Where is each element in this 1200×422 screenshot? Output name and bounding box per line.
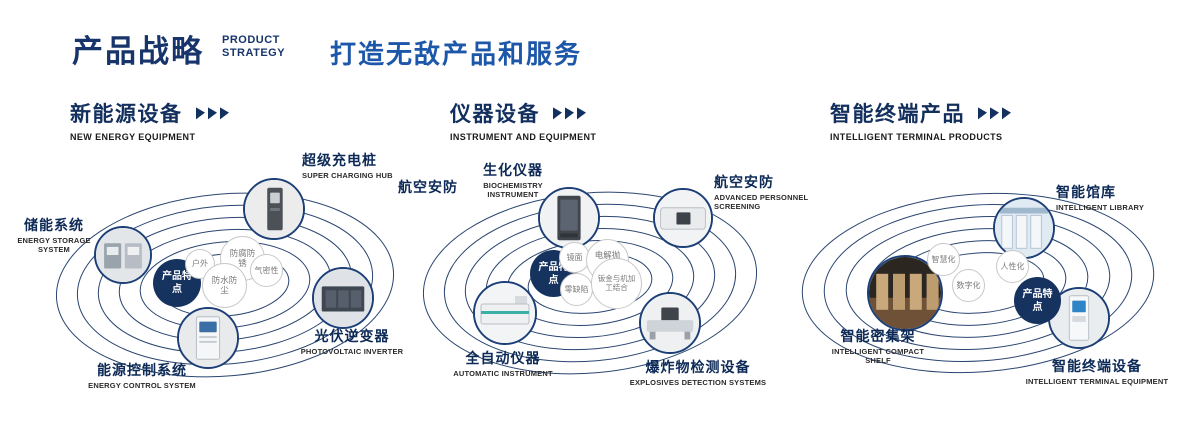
page-title: 产品战略 <box>72 34 204 69</box>
section-subtitle-instrument: INSTRUMENT AND EQUIPMENT <box>450 132 597 142</box>
label-energy-control: 能源控制系统 ENERGY CONTROL SYSTEM <box>88 362 196 390</box>
section-title-terminal: 智能终端产品 <box>830 103 965 126</box>
super-charging-image <box>245 180 303 238</box>
label-automatic-instrument: 全自动仪器 AUTOMATIC INSTRUMENT <box>453 350 553 378</box>
label-biochemistry: 生化仪器 BIOCHEMISTRY INSTRUMENT <box>483 162 543 199</box>
feature-bubble-zerodefect: 零缺陷 <box>560 273 593 306</box>
node-automatic-instrument <box>473 281 537 345</box>
node-pv-inverter <box>312 267 374 329</box>
label-energy-storage: 储能系统 ENERGY STORAGE SYSTEM <box>17 217 91 254</box>
energy-control-image <box>179 309 237 367</box>
page-title-en-line1: PRODUCT <box>222 34 280 46</box>
label-aviation-security-side: 航空安防 <box>398 179 458 195</box>
section-subtitle-terminal: INTELLIGENT TERMINAL PRODUCTS <box>830 132 1003 142</box>
section-title-instrument: 仪器设备 <box>450 103 540 126</box>
personnel-screening-image <box>655 190 711 246</box>
label-personnel-screening: 航空安防 ADVANCED PERSONNEL SCREENING <box>714 174 809 211</box>
section-header-terminal: 智能终端产品 INTELLIGENT TERMINAL PRODUCTS <box>830 98 1011 142</box>
page-title-en: PRODUCT STRATEGY <box>222 34 285 59</box>
node-intelligent-library <box>993 197 1055 259</box>
feature-bubble-smart: 智慧化 <box>927 243 960 276</box>
feature-center-terminal: 产品特点 <box>1014 277 1061 324</box>
feature-bubble-humanized: 人性化 <box>996 250 1029 283</box>
label-terminal-equipment: 智能终端设备 INTELLIGENT TERMINAL EQUIPMENT <box>1025 358 1169 386</box>
node-personnel-screening <box>653 188 713 248</box>
label-explosives-detection: 爆炸物检测设备 EXPLOSIVES DETECTION SYSTEMS <box>629 359 767 387</box>
triple-chevron-icon <box>975 106 1011 120</box>
node-energy-control <box>177 307 239 369</box>
node-biochemistry <box>538 187 600 249</box>
biochemistry-image <box>540 189 598 247</box>
intelligent-library-image <box>995 199 1053 257</box>
node-explosives-detection <box>639 292 701 354</box>
page-subtitle: 打造无敌产品和服务 <box>330 39 583 69</box>
feature-bubble-waterproof: 防水防尘 <box>202 263 247 308</box>
feature-bubble-sheetmetal: 钣金与机加工结合 <box>591 258 642 309</box>
section-title-new-energy: 新能源设备 <box>70 103 183 126</box>
node-energy-storage <box>94 226 152 284</box>
label-compact-shelf: 智能密集架 INTELLIGENT COMPACT SHELF <box>831 328 925 365</box>
triple-chevron-icon <box>193 106 229 120</box>
label-pv-inverter: 光伏逆变器 PHOTOVOLTAIC INVERTER <box>300 328 404 356</box>
label-super-charging: 超级充电桩 SUPER CHARGING HUB <box>302 152 393 180</box>
terminal-equipment-image <box>1050 289 1108 347</box>
section-header-instrument: 仪器设备 INSTRUMENT AND EQUIPMENT <box>450 98 596 142</box>
label-intelligent-library: 智能馆库 INTELLIGENT LIBRARY <box>1056 184 1145 212</box>
explosives-detection-image <box>641 294 699 352</box>
energy-storage-image <box>96 228 150 282</box>
pv-inverter-image <box>314 269 372 327</box>
feature-bubble-airtight: 气密性 <box>250 254 283 287</box>
automatic-instrument-image <box>475 283 535 343</box>
section-subtitle-new-energy: NEW ENERGY EQUIPMENT <box>70 132 196 142</box>
triple-chevron-icon <box>550 106 586 120</box>
node-super-charging <box>243 178 305 240</box>
section-header-new-energy: 新能源设备 NEW ENERGY EQUIPMENT <box>70 98 229 142</box>
feature-bubble-digital: 数字化 <box>952 269 985 302</box>
page-title-en-line2: STRATEGY <box>222 46 286 59</box>
